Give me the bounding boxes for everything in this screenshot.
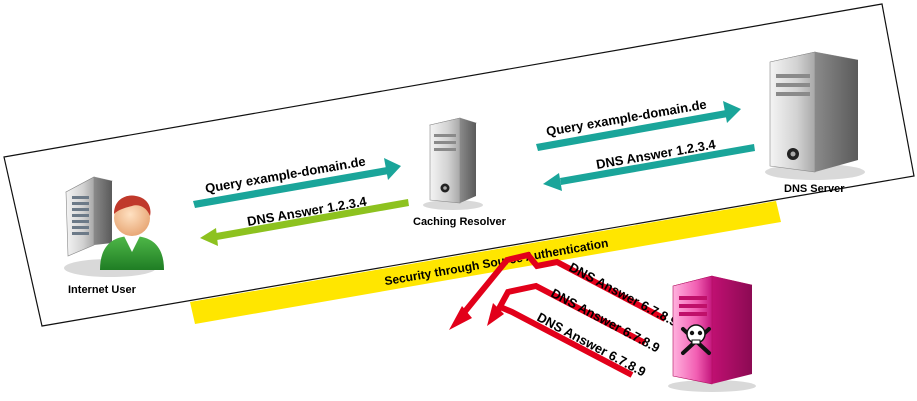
answer-arrow-resolver-to-user [200,199,409,246]
attack-arrow-1 [455,251,667,322]
query-arrow-resolver-to-server [536,101,741,151]
query-arrow-user-to-resolver [193,158,401,208]
attack-arrow-3 [496,303,634,378]
caching-resolver-label: Caching Resolver [413,216,507,228]
attack-arrow-2 [493,282,647,346]
attacker-server-icon [668,275,756,392]
attack-arrowhead-1 [449,306,472,330]
security-band [190,201,781,324]
internet-user-icon [64,176,164,277]
skull-icon [681,324,711,355]
dns-server-icon [765,51,865,180]
internet-user-label: Internet User [68,284,137,296]
attack-arrowhead-2 [487,303,504,326]
caching-resolver-icon [423,117,483,210]
dns-server-label: DNS Server [784,183,845,195]
answer-arrow-server-to-resolver [543,144,755,191]
attack-answer-label-1: DNS Answer 6.7.8.9 [567,259,681,329]
